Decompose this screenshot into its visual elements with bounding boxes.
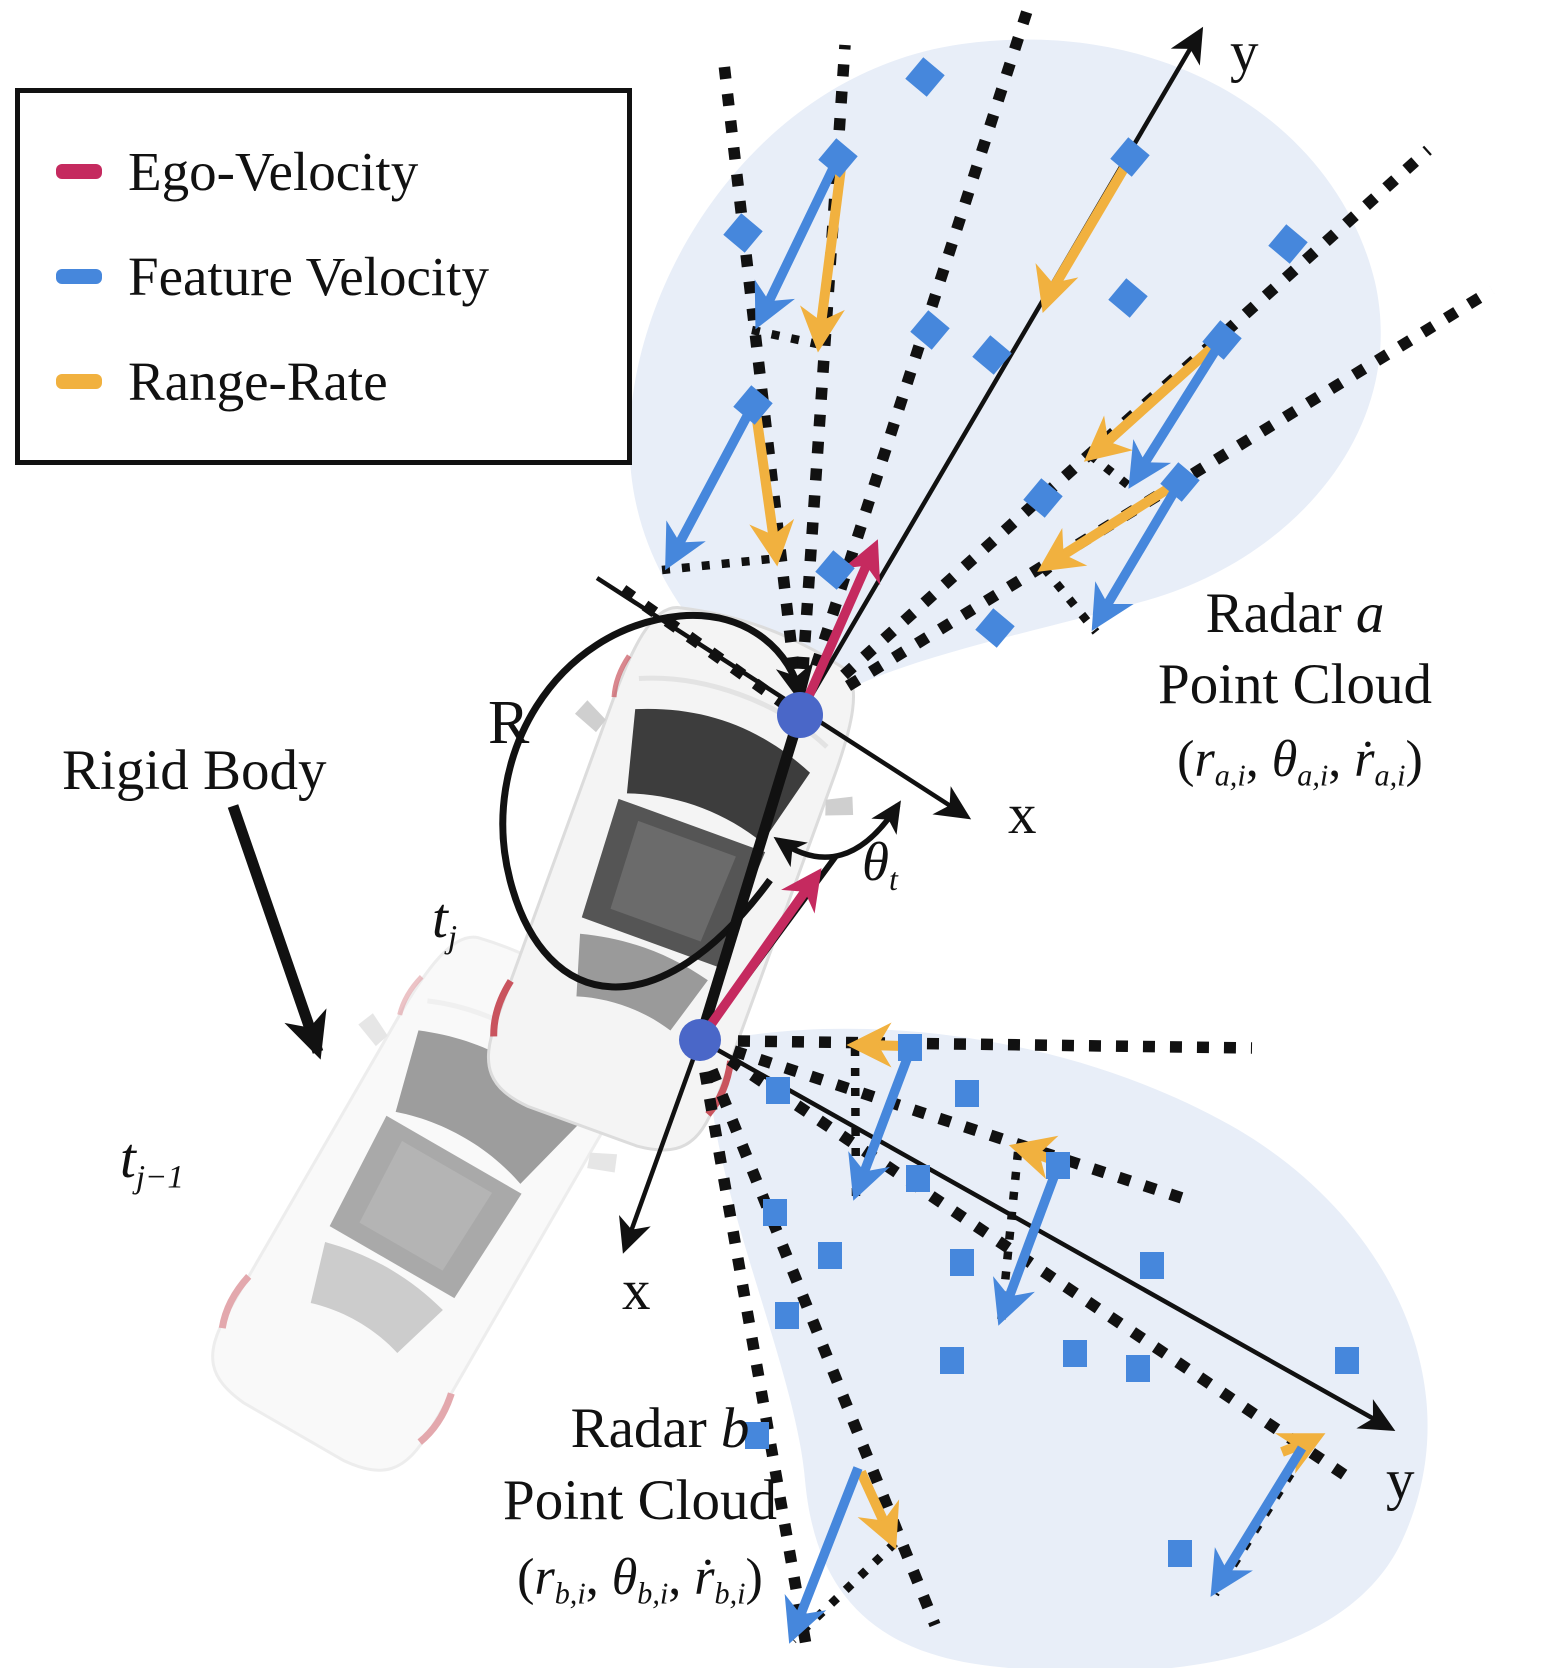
legend-label: Feature Velocity	[128, 246, 489, 307]
radar-a-x-axis-label: x	[1008, 783, 1037, 846]
rigid-body-label: Rigid Body	[62, 739, 327, 802]
radar-b-point-features	[745, 1034, 1359, 1567]
radar-a-origin-dot	[777, 692, 823, 738]
time-current-label: tj	[432, 887, 458, 956]
radar-baseline-link	[694, 712, 806, 1042]
ego-velocity-arrow-previous	[696, 868, 822, 1043]
radar-b-x-axis	[619, 1039, 703, 1254]
radar-b-title: Radar b	[570, 1397, 750, 1460]
radar-b-y-axis	[698, 1038, 1396, 1431]
rigid-body-pointer-arrow	[227, 804, 327, 1060]
feature-velocity-arrows	[665, 155, 1307, 1644]
heading-angle-arc	[773, 800, 901, 868]
ego-velocity-arrow-current	[795, 539, 881, 718]
legend-label: Range-Rate	[128, 351, 388, 412]
heading-angle-label: θt	[862, 831, 898, 898]
radar-a-subtitle: Point Cloud	[1158, 653, 1432, 716]
radar-b-measurement-tuple: (rb,i, θb,i, ṙb,i)	[517, 1549, 763, 1611]
radar-a-title: Radar a	[1205, 582, 1385, 645]
radar-b-rays	[699, 1035, 1359, 1646]
range-rate-arrowheads	[749, 263, 1326, 1550]
radar-b-subtitle: Point Cloud	[503, 1469, 777, 1532]
range-rate-swatch-icon	[56, 374, 102, 389]
ego-velocity-swatch-icon	[56, 164, 102, 179]
radar-b-axes	[619, 1038, 1396, 1431]
radar-b-origin-dot	[679, 1019, 721, 1061]
rotation-label: R	[488, 689, 530, 757]
feature-velocity-swatch-icon	[56, 269, 102, 284]
legend-item-feature-velocity: Feature Velocity	[56, 245, 627, 308]
legend-item-ego-velocity: Ego-Velocity	[56, 140, 627, 203]
radar-a-point-features	[723, 57, 1308, 648]
radar-b-y-axis-label: y	[1386, 1449, 1415, 1512]
radar-b-x-axis-label: x	[622, 1259, 651, 1322]
legend-label: Ego-Velocity	[128, 141, 419, 202]
legend-item-range-rate: Range-Rate	[56, 350, 627, 413]
time-previous-label: tj−1	[120, 1127, 184, 1196]
radar-a-measurement-tuple: (ra,i, θa,i, ṙa,i)	[1177, 731, 1423, 793]
rotation-arc	[499, 611, 814, 991]
legend: Ego-Velocity Feature Velocity Range-Rate	[15, 88, 632, 465]
radar-a-y-axis-label: y	[1230, 21, 1259, 84]
ego-velocity-arrows	[696, 539, 881, 1043]
